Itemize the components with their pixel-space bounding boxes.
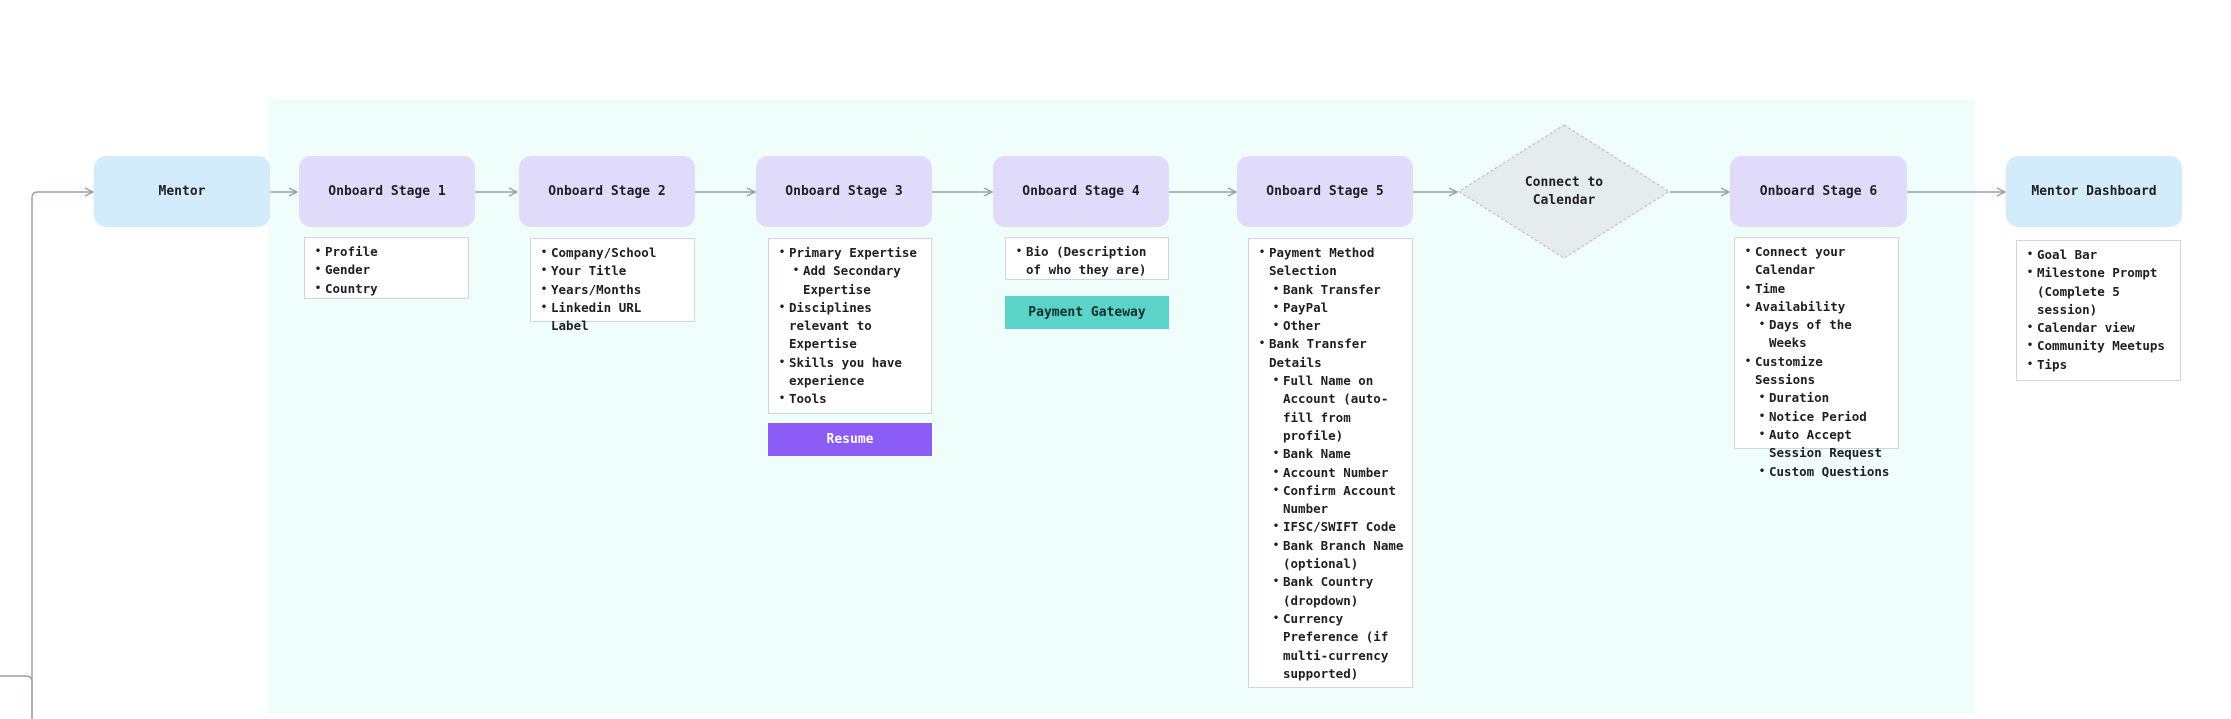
list-item: Community Meetups (2027, 337, 2172, 356)
list-item: Bank Transfer Details (1259, 335, 1404, 372)
list-item: Bank Country (dropdown) (1273, 573, 1404, 610)
onboard-stage-5-label: Onboard Stage 5 (1266, 184, 1384, 199)
list-item: Years/Months (541, 281, 686, 300)
list-item: Add Secondary Expertise (793, 262, 923, 299)
stage-5-card: Payment Method Selection Bank Transfer P… (1248, 238, 1413, 688)
list-item: Milestone Prompt (Complete 5 session) (2027, 264, 2172, 319)
onboard-stage-6-label: Onboard Stage 6 (1759, 184, 1878, 199)
list-item: Skills you have experience (779, 354, 923, 391)
connect-calendar-label: Connect to Calendar (1524, 174, 1604, 208)
onboard-stage-3-label: Onboard Stage 3 (785, 184, 903, 199)
list-item: Tools (779, 390, 923, 409)
list-item: Account Number (1273, 464, 1404, 483)
onboard-stage-1-label: Onboard Stage 1 (328, 184, 446, 199)
list-item: Payment Method Selection (1259, 244, 1404, 281)
mentor-node-label: Mentor (158, 184, 206, 199)
mentor-node[interactable]: Mentor (94, 156, 270, 227)
list-item: Custom Questions (1759, 463, 1890, 482)
onboard-stage-4-node[interactable]: Onboard Stage 4 (993, 156, 1169, 227)
list-item: IFSC/SWIFT Code (1273, 518, 1404, 537)
onboard-stage-5-node[interactable]: Onboard Stage 5 (1237, 156, 1413, 227)
list-item: Duration (1759, 389, 1890, 408)
resume-button[interactable]: Resume (768, 423, 932, 456)
onboard-stage-4-label: Onboard Stage 4 (1022, 184, 1140, 199)
list-item: Connect your Calendar (1745, 243, 1890, 280)
stage-2-card: Company/School Your Title Years/Months L… (530, 238, 695, 333)
list-item: Time (1745, 280, 1890, 299)
stage-3-card: Primary Expertise Add Secondary Expertis… (768, 238, 932, 414)
onboard-stage-2-label: Onboard Stage 2 (548, 184, 666, 199)
list-item: Primary Expertise (779, 244, 923, 263)
stage-4-card: Bio (Description of who they are) (1005, 237, 1169, 280)
list-item: Country (315, 280, 460, 299)
stage-1-card: Profile Gender Country (304, 237, 469, 299)
list-item: Availability (1745, 298, 1890, 317)
list-item: Bio (Description of who they are) (1016, 243, 1160, 280)
list-item: Disciplines relevant to Expertise (779, 299, 923, 354)
list-item: Currency Preference (if multi-currency s… (1273, 610, 1404, 683)
onboard-stage-1-node[interactable]: Onboard Stage 1 (299, 156, 475, 227)
list-item: Days of the Weeks (1759, 316, 1890, 353)
list-item: Goal Bar (2027, 246, 2172, 265)
list-item: Auto Accept Session Request (1759, 426, 1890, 463)
onboard-stage-6-node[interactable]: Onboard Stage 6 (1730, 156, 1907, 227)
list-item: Linkedin URL Label (541, 299, 686, 336)
list-item: Bank Name (1273, 445, 1404, 464)
list-item: Profile (315, 243, 460, 262)
list-item: Bank Transfer (1273, 281, 1404, 300)
list-item: Other (1273, 317, 1404, 336)
list-item: PayPal (1273, 299, 1404, 318)
list-item: Customize Sessions (1745, 353, 1890, 390)
list-item: Confirm Account Number (1273, 482, 1404, 519)
connect-calendar-decision[interactable]: Connect to Calendar (1458, 124, 1670, 259)
list-item: Your Title (541, 262, 686, 281)
mentor-dashboard-label: Mentor Dashboard (2031, 184, 2157, 199)
mentor-dashboard-node[interactable]: Mentor Dashboard (2006, 156, 2182, 227)
connector-into-mentor (31, 192, 93, 719)
decision-diamond-shape (1458, 124, 1670, 259)
list-item: Tips (2027, 356, 2172, 375)
list-item: Notice Period (1759, 408, 1890, 427)
connector-entry (0, 675, 33, 719)
list-item: Calendar view (2027, 319, 2172, 338)
stage-6-card: Connect your Calendar Time Availability … (1734, 237, 1899, 481)
list-item: Company/School (541, 244, 686, 263)
mentor-dashboard-card: Goal Bar Milestone Prompt (Complete 5 se… (2016, 240, 2181, 381)
onboard-stage-2-node[interactable]: Onboard Stage 2 (519, 156, 695, 227)
list-item: Full Name on Account (auto-fill from pro… (1273, 372, 1404, 445)
payment-gateway-button[interactable]: Payment Gateway (1005, 296, 1169, 329)
list-item: Bank Branch Name (optional) (1273, 537, 1404, 574)
list-item: Gender (315, 261, 460, 280)
onboard-stage-3-node[interactable]: Onboard Stage 3 (756, 156, 932, 227)
